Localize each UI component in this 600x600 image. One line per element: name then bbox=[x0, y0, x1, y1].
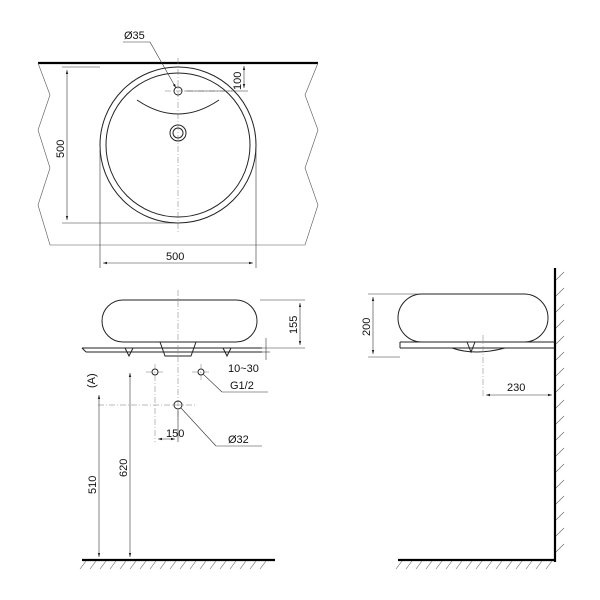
bolt-right bbox=[222, 347, 232, 358]
hole-offset-label: 100 bbox=[232, 72, 244, 90]
countertop-front-left bbox=[81, 347, 87, 353]
bolt-left bbox=[124, 347, 134, 358]
wall-distance-label: 230 bbox=[507, 382, 525, 394]
front-view: 155 10~30 (A) G1/2 Ø32 150 510 bbox=[79, 290, 305, 570]
countertop-outline bbox=[37, 62, 319, 246]
countertop-thickness-label: 10~30 bbox=[228, 363, 259, 375]
basin-side-body bbox=[397, 293, 549, 343]
basin-front-body bbox=[101, 299, 258, 343]
height-620-label: 620 bbox=[118, 459, 130, 477]
wall-side-hatch bbox=[555, 271, 565, 553]
thread-leader bbox=[202, 373, 223, 393]
height-510-label: 510 bbox=[87, 476, 99, 494]
thread-label: G1/2 bbox=[230, 380, 254, 392]
depth-label: 500 bbox=[55, 140, 67, 158]
floor-left-hatch bbox=[79, 560, 267, 570]
drain-label: Ø32 bbox=[228, 434, 249, 446]
bolt-side bbox=[466, 341, 476, 354]
hole-diameter-label: Ø35 bbox=[124, 30, 145, 42]
side-height-label: 200 bbox=[361, 318, 373, 336]
connection-label: (A) bbox=[86, 373, 98, 388]
floor-right-hatch bbox=[395, 560, 553, 570]
drain-leader bbox=[180, 407, 217, 447]
hole-leader-diagonal bbox=[149, 41, 177, 89]
spacing-label: 150 bbox=[166, 428, 184, 440]
drain-side bbox=[451, 347, 506, 353]
top-view: Ø35 100 500 500 bbox=[37, 30, 319, 268]
side-view: 200 230 bbox=[361, 268, 565, 570]
drain-front bbox=[173, 400, 183, 410]
basin-height-label: 155 bbox=[288, 316, 300, 334]
width-label: 500 bbox=[166, 251, 184, 263]
